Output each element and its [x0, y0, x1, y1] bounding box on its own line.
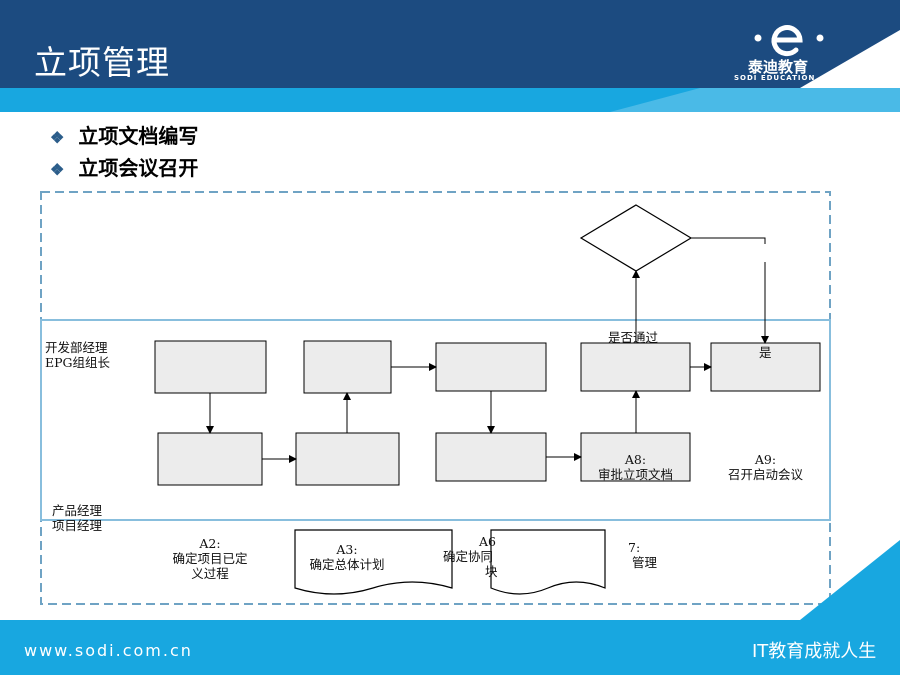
activity-name: 块: [485, 564, 498, 579]
decision-yes-label: 是: [759, 345, 772, 360]
bullet-item: ❖ 立项文档编写: [50, 120, 198, 149]
activity-code: 7:: [628, 540, 641, 555]
decision-no-label: 是否通过: [608, 330, 659, 345]
diamond-bullet-icon: ❖: [50, 128, 65, 147]
lane-label-line: 产品经理: [52, 503, 103, 518]
lane-label-bottom: 产品经理 项目经理: [52, 503, 102, 533]
process-box: [435, 432, 547, 482]
process-box: [157, 432, 263, 486]
activity-name: 管理: [632, 555, 658, 570]
activity-a8-label: A8: 审批立项文档: [581, 452, 690, 482]
page-title: 立项管理: [34, 43, 170, 82]
lane-label-line: 项目经理: [52, 518, 103, 533]
header-banner: [0, 0, 900, 112]
decision-diamond: [579, 204, 693, 272]
document-shape: [490, 529, 606, 595]
footer-url: www.sodi.com.cn: [24, 641, 193, 660]
logo-e-icon: [754, 25, 824, 57]
activity-name: 召开启动会议: [727, 467, 803, 482]
activity-name: 确定协同: [443, 549, 494, 564]
activity-code: A9:: [754, 452, 777, 467]
footer-slogan: IT教育成就人生: [752, 641, 877, 662]
footer-band: [0, 620, 900, 675]
company-logo: 泰迪教育 SODI EDUCATION: [734, 18, 836, 84]
process-box: [295, 432, 400, 486]
activity-code: A2:: [199, 536, 221, 551]
process-box: [580, 342, 691, 392]
activity-code: A6: [479, 534, 496, 549]
lane-label-top: 开发部经理 EPG组组长: [45, 340, 110, 370]
activity-a6-label-partial: A6 确定协同 块: [443, 534, 498, 579]
process-box: [154, 340, 267, 394]
bullet-text: 立项会议召开: [78, 156, 199, 180]
flow-connector: [691, 237, 766, 244]
process-box: [303, 340, 392, 394]
bullet-item: ❖ 立项会议召开: [50, 152, 198, 181]
activity-name: 义过程: [191, 566, 229, 581]
activity-a3-label: A3: 确定总体计划: [296, 542, 398, 572]
swimlane-border: [40, 319, 831, 521]
activity-code: A3:: [336, 542, 358, 557]
lane-label-line: EPG组组长: [45, 355, 111, 370]
activity-code: A8:: [624, 452, 647, 467]
activity-name: 审批立项文档: [597, 467, 673, 482]
activity-a7-label-partial: 7: 管理: [628, 540, 657, 570]
activity-name: 确定总体计划: [309, 557, 385, 572]
process-box: [580, 432, 691, 482]
footer-corner-triangle: [800, 540, 900, 620]
document-shape: [294, 529, 453, 595]
activity-a2-label: A2: 确定项目已定 义过程: [160, 536, 260, 581]
activity-name: 确定项目已定: [172, 551, 248, 566]
bullet-text: 立项文档编写: [78, 124, 199, 148]
diamond-bullet-icon: ❖: [50, 160, 65, 179]
logo-subtitle: SODI EDUCATION: [734, 74, 816, 82]
lane-label-line: 开发部经理: [45, 340, 108, 355]
logo-name: 泰迪教育: [748, 58, 809, 76]
activity-a9-label: A9: 召开启动会议: [711, 452, 820, 482]
process-box: [435, 342, 547, 392]
